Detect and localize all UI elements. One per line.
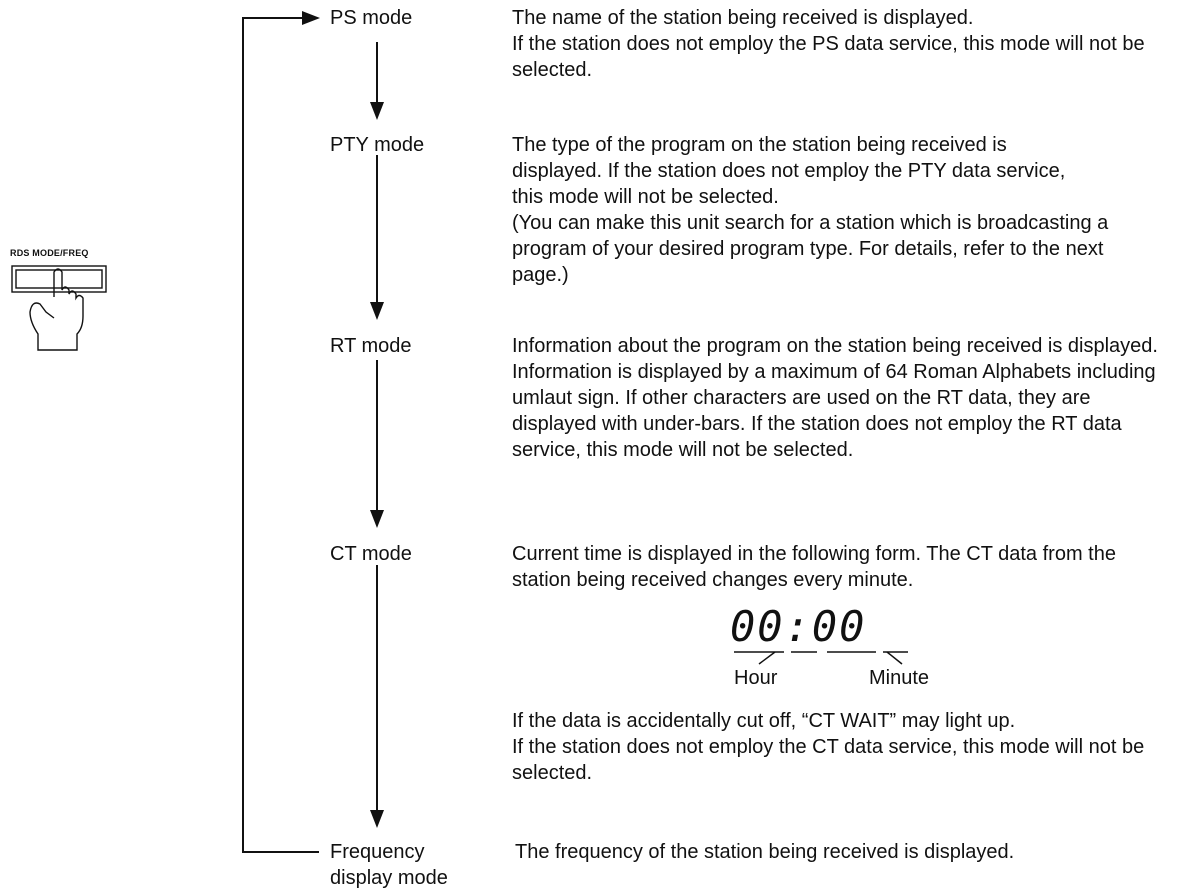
arrow-ct-to-frequency (370, 565, 384, 828)
mode-label-frequency: Frequency display mode (330, 839, 448, 891)
description-ps-line1: The name of the station being received i… (512, 7, 974, 29)
hand-pressing-button-icon (11, 265, 107, 351)
mode-label-ct: CT mode (330, 543, 412, 565)
clock-hour-label: Hour (734, 667, 778, 689)
description-ct-after: If the data is accidentally cut off, “CT… (512, 708, 1180, 786)
return-loop-arrowhead (302, 11, 320, 25)
description-ct: Current time is displayed in the followi… (512, 541, 1172, 593)
return-loop-line (242, 17, 319, 853)
description-rt-para1: Information about the program on the sta… (512, 335, 1158, 461)
mode-label-frequency-line2: display mode (330, 867, 448, 889)
mode-label-frequency-line1: Frequency (330, 841, 425, 863)
description-ct-after-line2: If the station does not employ the CT da… (512, 736, 1145, 784)
mode-label-pty: PTY mode (330, 134, 425, 156)
description-ct-after-line1: If the data is accidentally cut off, “CT… (512, 710, 1016, 732)
description-pty-para1: The type of the program on the station b… (512, 134, 1066, 208)
clock-minute-label: Minute (869, 667, 930, 689)
button-label[interactable]: RDS MODE/FREQ (10, 248, 89, 258)
description-rt: Information about the program on the sta… (512, 333, 1180, 463)
description-frequency-para1: The frequency of the station being recei… (515, 841, 1015, 863)
arrow-rt-to-ct (370, 360, 384, 528)
description-pty-para2: (You can make this unit search for a sta… (512, 212, 1109, 286)
description-ps: The name of the station being received i… (512, 5, 1180, 83)
clock-pointer-lines (734, 651, 908, 665)
arrow-pty-to-rt (370, 155, 384, 320)
arrow-ps-to-pty (370, 42, 384, 120)
mode-label-ps: PS mode (330, 7, 413, 29)
description-pty: The type of the program on the station b… (512, 132, 1108, 288)
description-ps-line2: If the station does not employ the PS da… (512, 33, 1145, 81)
description-ct-para1: Current time is displayed in the followi… (512, 543, 1116, 591)
mode-label-rt: RT mode (330, 335, 412, 357)
description-frequency: The frequency of the station being recei… (515, 839, 1175, 865)
clock-display: 00:00 (730, 602, 867, 651)
